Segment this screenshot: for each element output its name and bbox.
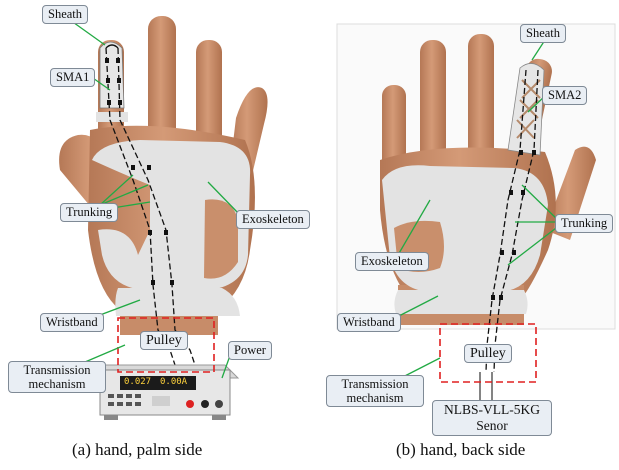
right-label-sensor: NLBS-VLL-5KG Senor [432, 400, 552, 436]
left-label-sheath: Sheath [42, 5, 88, 24]
left-label-sma: SMA1 [50, 68, 95, 87]
power-terminal-gray [215, 400, 223, 408]
right-transmission-line1: Transmission [342, 377, 409, 391]
right-label-pulley: Pulley [464, 344, 512, 363]
right-sensor-line2: Senor [476, 418, 508, 433]
right-sensor-line1: NLBS-VLL-5KG [444, 402, 540, 417]
left-transmission-line2: mechanism [29, 377, 86, 391]
right-label-trunking: Trunking [555, 214, 613, 233]
power-display-current: 0.00A [160, 377, 187, 387]
left-label-trunking: Trunking [60, 203, 118, 222]
left-power-supply [100, 365, 238, 420]
left-label-pulley: Pulley [140, 331, 188, 350]
right-label-sma: SMA2 [542, 86, 587, 105]
left-finger-band [96, 112, 128, 122]
right-label-exoskeleton: Exoskeleton [355, 252, 429, 271]
left-label-power: Power [228, 341, 272, 360]
power-display-voltage: 0.027 [124, 377, 151, 387]
power-terminal-black [201, 400, 209, 408]
left-exoskeleton-cutout [204, 199, 238, 278]
right-label-transmission: Transmission mechanism [326, 375, 424, 407]
right-label-wristband: Wristband [337, 313, 401, 332]
power-terminal-red [186, 400, 194, 408]
left-label-transmission: Transmission mechanism [8, 361, 106, 393]
right-wristband-shape [394, 290, 527, 314]
left-finger-sheath [100, 42, 124, 108]
right-label-sheath: Sheath [520, 24, 566, 43]
left-label-wristband: Wristband [40, 313, 104, 332]
left-caption: (a) hand, palm side [72, 440, 202, 460]
left-transmission-line1: Transmission [24, 363, 91, 377]
left-label-exoskeleton: Exoskeleton [236, 210, 310, 229]
right-sensor-wires [480, 372, 492, 400]
left-middle-finger [148, 16, 176, 141]
right-transmission-line2: mechanism [347, 391, 404, 405]
right-caption: (b) hand, back side [396, 440, 525, 460]
